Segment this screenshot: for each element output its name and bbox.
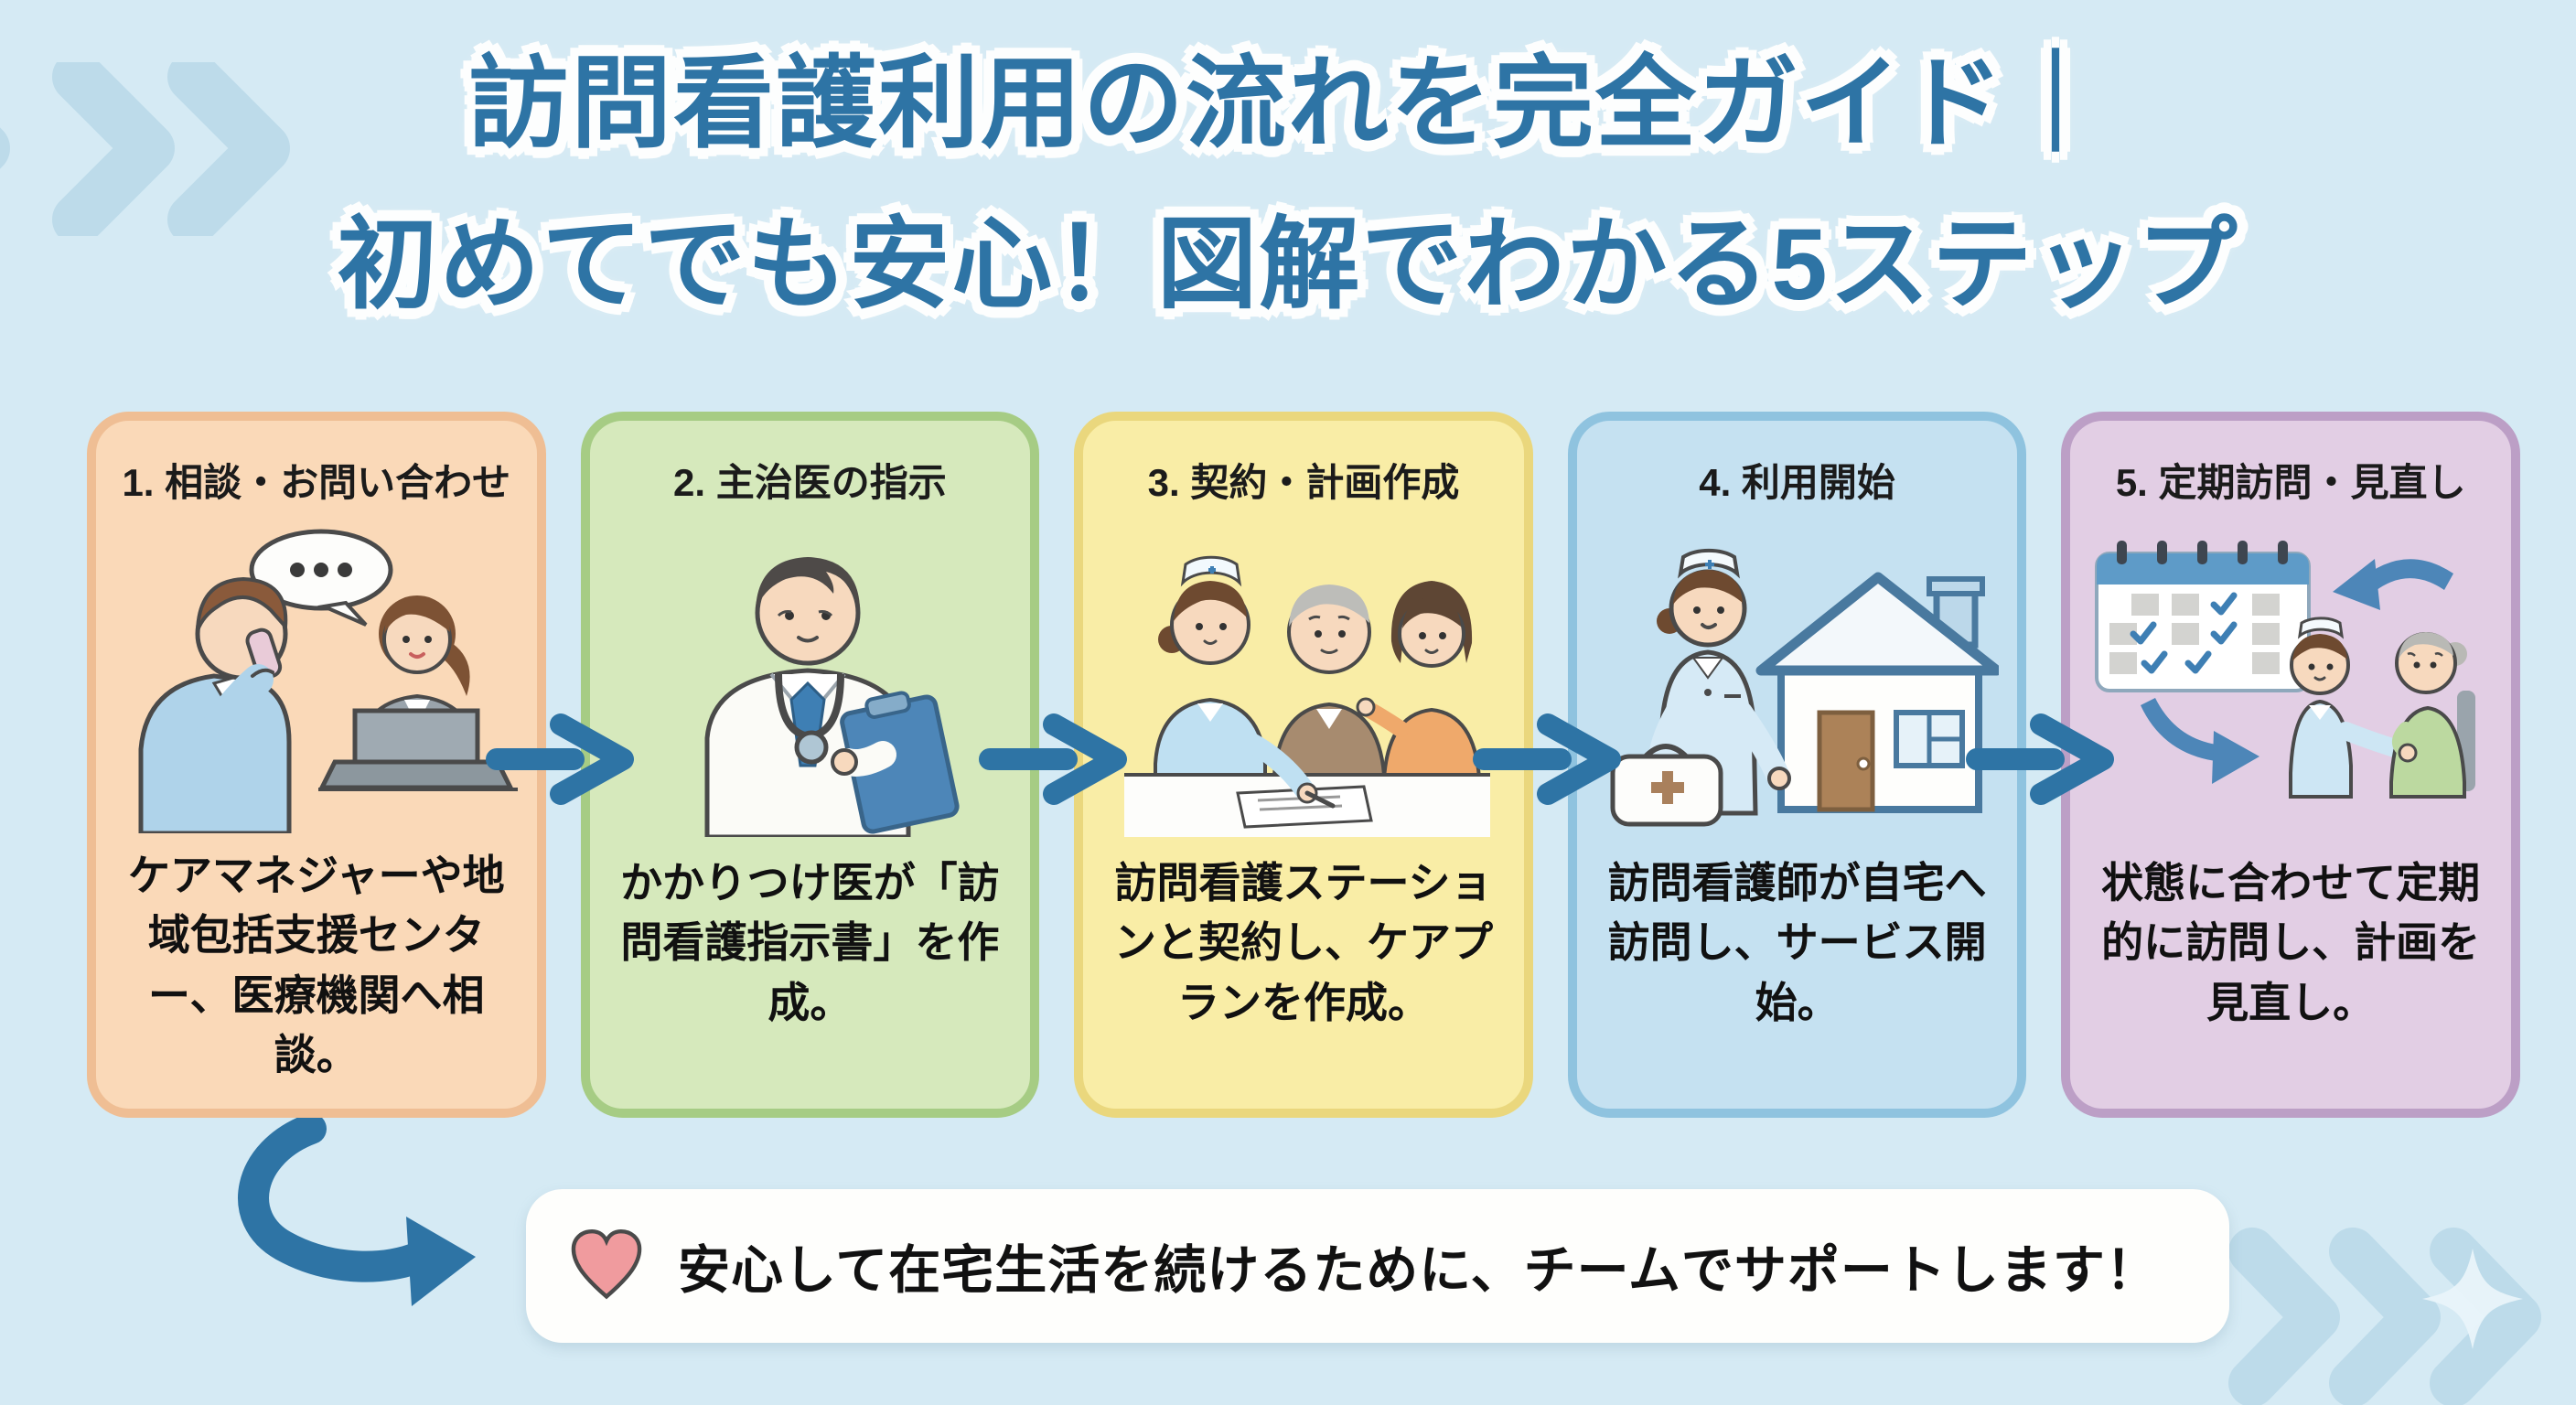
step-2-header: 2. 主治医の指示 xyxy=(673,461,947,504)
steps-row: 1. 相談・お問い合わせ xyxy=(87,412,2520,1118)
sparkle-icon xyxy=(2422,1249,2523,1349)
home-visit-illustration xyxy=(1610,548,1999,827)
heart-icon xyxy=(571,1228,642,1300)
step-card-2: 2. 主治医の指示 xyxy=(580,412,1040,1118)
flow-arrow-icon xyxy=(1473,713,1621,805)
caller-figure xyxy=(138,576,292,833)
title-line-1: 訪問看護利用の流れを完全ガイド｜ xyxy=(468,48,2108,160)
page-title: 訪問看護利用の流れを完全ガイド｜ 初めてでも安心！図解でわかる5ステップ xyxy=(0,24,2576,346)
elderly-man-figure xyxy=(1272,585,1386,789)
step-1-header: 1. 相談・お問い合わせ xyxy=(122,461,511,504)
step-1-description: ケアマネジャーや地域包括支援センター、医療機関へ相談。 xyxy=(127,852,505,1078)
step-card-5: 5. 定期訪問・見直し xyxy=(2061,412,2520,1118)
speech-bubble-icon xyxy=(249,529,393,627)
step-4-description: 訪問看護師が自宅へ訪問し、サービス開始。 xyxy=(1607,859,1987,1026)
stethoscope-icon xyxy=(775,673,845,765)
step-5-header: 5. 定期訪問・見直し xyxy=(2115,461,2466,504)
doctor-instruction-illustration xyxy=(704,557,960,837)
contract-signing-illustration xyxy=(1123,555,1490,837)
title-line-2: 初めてでも安心！図解でわかる5ステップ xyxy=(337,209,2239,321)
chevrons-bottom-right-icon xyxy=(2228,1228,2541,1405)
visiting-nurse-figure xyxy=(1648,548,1791,816)
flow-arrow-icon xyxy=(1966,713,2114,805)
flow-arrow-icon xyxy=(979,713,1127,805)
calendar-icon xyxy=(2095,541,2312,692)
support-banner-text: 安心して在宅生活を続けるために、チームでサポートします！ xyxy=(678,1241,2159,1300)
step-card-3: 3. 契約・計画作成 xyxy=(1074,412,1533,1118)
step-3-description: 訪問看護ステーションと契約し、ケアプランを作成。 xyxy=(1113,859,1493,1026)
step-4-header: 4. 利用開始 xyxy=(1699,461,1895,504)
step-5-description: 状態に合わせて定期的に訪問し、計画を見直し。 xyxy=(2101,859,2481,1026)
curved-arrow-icon xyxy=(238,1118,476,1306)
house-icon xyxy=(1755,572,1999,813)
laptop-icon xyxy=(317,708,514,790)
step-3-header: 3. 契約・計画作成 xyxy=(1147,461,1460,504)
first-aid-bag-icon xyxy=(1610,744,1723,827)
step-2-description: かかりつけ医が「訪問看護指示書」を作成。 xyxy=(620,859,1000,1026)
step-card-1: 1. 相談・お問い合わせ xyxy=(87,412,546,1118)
contract-paper-icon xyxy=(1236,785,1373,829)
flow-arrow-icon xyxy=(486,713,634,805)
pen-icon xyxy=(1304,790,1336,809)
phone-consultation-illustration xyxy=(138,529,518,833)
periodic-review-illustration xyxy=(2095,541,2476,799)
cycle-arrows-icon xyxy=(2141,559,2454,784)
support-banner: 安心して在宅生活を続けるために、チームでサポートします！ xyxy=(526,1189,2229,1343)
nurse-figure xyxy=(1153,555,1267,786)
nurse-and-patient-figures xyxy=(2289,617,2476,799)
family-member-figure xyxy=(1356,581,1481,791)
step-card-4: 4. 利用開始 xyxy=(1567,412,2027,1118)
